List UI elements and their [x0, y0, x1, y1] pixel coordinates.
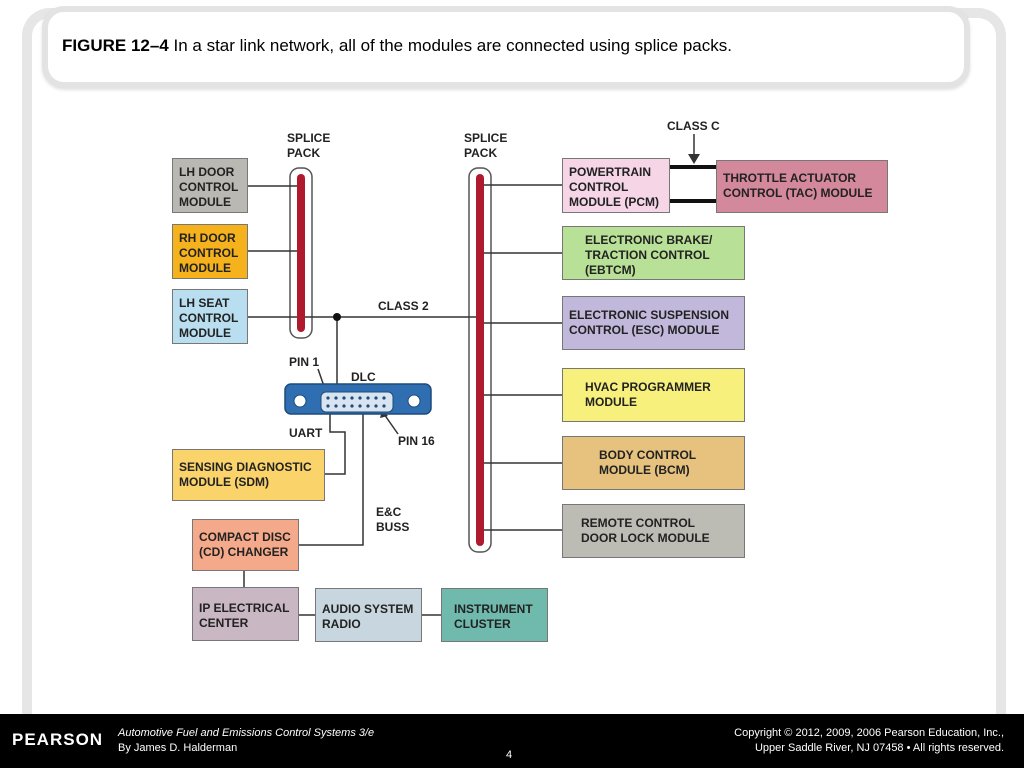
module-sdm: SENSING DIAGNOSTIC MODULE (SDM): [172, 449, 325, 501]
wire-uart: [325, 413, 346, 475]
figure-number: FIGURE 12–4: [62, 36, 169, 55]
module-pcm: POWERTRAIN CONTROL MODULE (PCM): [562, 158, 670, 213]
label-splice-pack-left: SPLICE PACK: [287, 131, 331, 160]
module-cd-changer: COMPACT DISC (CD) CHANGER: [192, 519, 299, 571]
module-hvac: HVAC PROGRAMMER MODULE: [562, 368, 745, 422]
label-pin-16: PIN 16: [398, 434, 435, 448]
dlc-connector: [284, 383, 432, 415]
module-audio: AUDIO SYSTEM RADIO: [315, 588, 422, 642]
footer-page-number: 4: [506, 749, 513, 761]
module-ebtcm: ELECTRONIC BRAKE/ TRACTION CONTROL (EBTC…: [562, 226, 745, 280]
module-rcdlm: REMOTE CONTROL DOOR LOCK MODULE: [562, 504, 745, 558]
footer-book-title: Automotive Fuel and Emissions Control Sy…: [118, 727, 375, 739]
module-rh-door: RH DOOR CONTROL MODULE: [172, 224, 248, 279]
label-ec-buss: E&C BUSS: [376, 505, 410, 534]
class-c-arrowhead: [688, 154, 700, 164]
pearson-logo: PEARSON: [12, 730, 104, 749]
footer-address: Upper Saddle River, NJ 07458 • All right…: [754, 742, 1004, 754]
right-splice-bar: [476, 174, 484, 546]
label-dlc: DLC: [351, 370, 376, 384]
wire-ec-buss: [298, 413, 364, 546]
footer-bar: [0, 714, 1024, 768]
figure-caption-text: In a star link network, all of the modul…: [173, 36, 732, 55]
figure-caption: FIGURE 12–4 In a star link network, all …: [62, 36, 732, 56]
module-tac: THROTTLE ACTUATOR CONTROL (TAC) MODULE: [716, 160, 888, 213]
label-class-2: CLASS 2: [378, 299, 429, 313]
module-instrument: INSTRUMENT CLUSTER: [441, 588, 548, 642]
module-lh-seat: LH SEAT CONTROL MODULE: [172, 289, 248, 344]
left-splice-bar: [297, 174, 305, 332]
footer-copyright: Copyright © 2012, 2009, 2006 Pearson Edu…: [734, 727, 1004, 739]
pin16-pointer: [383, 413, 399, 435]
label-class-c: CLASS C: [667, 119, 720, 133]
title-bar: [42, 6, 970, 88]
network-wiring: [243, 134, 717, 616]
module-lh-door: LH DOOR CONTROL MODULE: [172, 158, 248, 213]
module-bcm: BODY CONTROL MODULE (BCM): [562, 436, 745, 490]
module-esc: ELECTRONIC SUSPENSION CONTROL (ESC) MODU…: [562, 296, 745, 350]
label-uart: UART: [289, 426, 323, 440]
module-ip-center: IP ELECTRICAL CENTER: [192, 587, 299, 641]
label-pin-1: PIN 1: [289, 355, 320, 369]
class-2-junction: [333, 313, 341, 321]
label-splice-pack-right: SPLICE PACK: [464, 131, 508, 160]
footer-author: By James D. Halderman: [118, 742, 238, 754]
